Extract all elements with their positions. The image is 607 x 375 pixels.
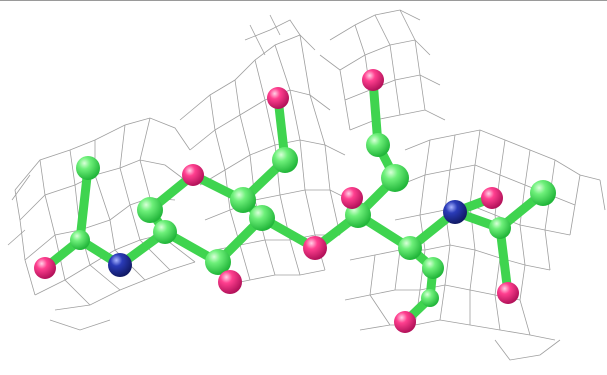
oxygen-atom — [218, 270, 242, 294]
carbon-atom — [137, 197, 163, 223]
carbon-atom — [70, 230, 90, 250]
carbon-atom — [205, 249, 231, 275]
carbon-atom — [381, 164, 409, 192]
atoms — [34, 69, 556, 333]
carbon-atom — [398, 236, 422, 260]
oxygen-atom — [267, 87, 289, 109]
carbon-atom — [530, 180, 556, 206]
carbon-atom — [489, 217, 511, 239]
density-mesh — [7, 9, 606, 361]
carbon-atom — [76, 156, 100, 180]
nitrogen-atom — [443, 200, 467, 224]
oxygen-atom — [362, 69, 384, 91]
carbon-atom — [249, 205, 275, 231]
oxygen-atom — [34, 257, 56, 279]
bonds — [40, 75, 548, 327]
carbon-atom — [272, 147, 298, 173]
oxygen-atom — [481, 187, 503, 209]
oxygen-atom — [394, 311, 416, 333]
nitrogen-atom — [108, 253, 132, 277]
top-rule — [0, 0, 607, 1]
carbon-atom — [230, 187, 256, 213]
carbon-atom — [421, 289, 439, 307]
carbon-atom — [153, 220, 177, 244]
oxygen-atom — [182, 164, 204, 186]
oxygen-atom — [497, 282, 519, 304]
oxygen-atom — [303, 236, 327, 260]
carbon-atom — [366, 133, 390, 157]
carbon-atom — [422, 257, 444, 279]
oxygen-atom — [341, 187, 363, 209]
